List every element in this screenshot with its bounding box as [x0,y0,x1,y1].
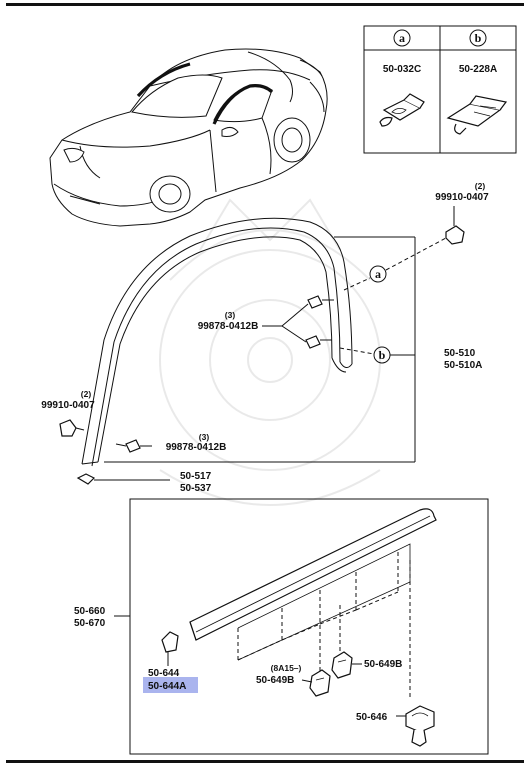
molding-cap [161,631,179,666]
legend-a-circle [393,29,411,47]
screw-lower-qty: (3) [199,432,210,442]
clip-left-part-number: 99910-0407 [41,400,95,411]
fastener-part-number: 50-646 [356,712,388,723]
screw-lower-part-number: 99878-0412B [166,442,227,453]
fastener [396,705,435,747]
end-cap: 50-517 50-537 [76,471,212,494]
molding-part-number: 50-510 [444,348,476,359]
screw-lower: (3) 99878-0412B [115,432,227,453]
clip-left: (2) 99910-0407 [41,389,95,437]
clip-left-qty: (2) [81,389,92,399]
lower-molding-alt-part-number: 50-670 [74,618,106,629]
legend-b-part-number: 50-228A [459,64,497,75]
legend-a-part-number: 50-032C [383,64,421,75]
screws-upper: (3) 99878-0412B [198,295,334,349]
clip-b-drawing [446,95,508,135]
clip-649b-left [309,669,331,697]
legend-a-letter: a [399,31,405,45]
clip-top-right: (2) 99910-0407 [435,181,489,245]
legend-b-circle [469,29,487,47]
cap-part-number: 50-644 [148,668,180,679]
watermark-emblem [159,198,381,506]
legend-b-letter: b [475,31,482,45]
belt-molding [189,508,437,661]
molding-bracket [104,236,416,463]
legend-table: a b 50-032C 50-228A [363,25,517,154]
lower-molding-part-number: 50-660 [74,606,106,617]
clip-649b-right [331,651,362,679]
molding-alt-part-number: 50-510A [444,360,482,371]
clip-top-part-number: 99910-0407 [435,192,489,203]
callout-a-letter: a [375,267,381,281]
clip-a-drawing [379,93,425,127]
cap-alt-part-number: 50-644A [148,681,186,692]
callout-b: b [339,346,415,364]
bottom-rule [6,760,524,763]
windshield-molding [81,217,353,467]
callout-a: a [343,237,447,291]
clip-649b-left-part-number: 50-649B [256,675,294,686]
cap-alt-highlight [143,677,198,693]
car-illustration [49,48,328,227]
end-cap-alt-part-number: 50-537 [180,483,212,494]
mounting-guides [237,552,411,700]
screw-upper-part-number: 99878-0412B [198,321,259,332]
screw-upper-qty: (3) [225,310,236,320]
clip-649b-note: (8A15–) [271,663,302,673]
clip-top-qty: (2) [475,181,486,191]
top-rule [6,3,524,6]
end-cap-part-number: 50-517 [180,471,212,482]
lower-assembly-box [129,498,489,755]
callout-b-letter: b [379,348,386,362]
clip-649b-right-part-number: 50-649B [364,659,402,670]
